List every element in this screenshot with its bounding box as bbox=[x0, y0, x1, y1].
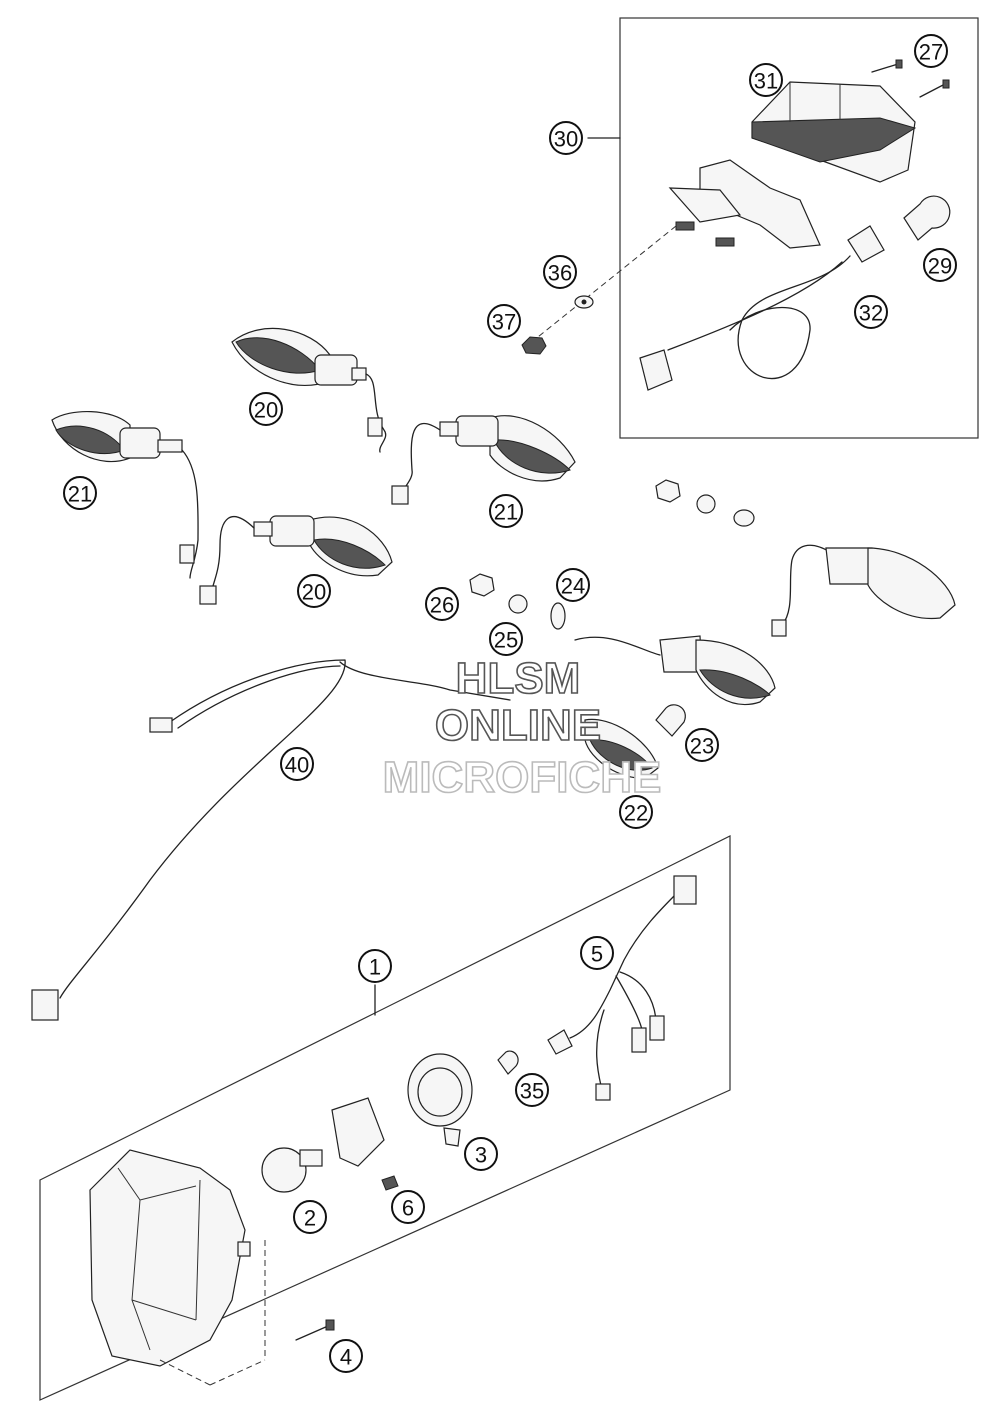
svg-text:35: 35 bbox=[520, 1079, 544, 1104]
lockwasher-25 bbox=[508, 594, 528, 614]
svg-text:3: 3 bbox=[475, 1143, 487, 1168]
hardware-right-set bbox=[655, 479, 755, 527]
svg-text:24: 24 bbox=[561, 574, 585, 599]
svg-text:21: 21 bbox=[494, 500, 518, 525]
screw-4 bbox=[295, 1319, 335, 1341]
svg-text:26: 26 bbox=[430, 593, 454, 618]
svg-text:21: 21 bbox=[68, 482, 92, 507]
callout-4: 4 bbox=[329, 1339, 363, 1373]
svg-text:25: 25 bbox=[494, 628, 518, 653]
nut-26 bbox=[469, 573, 495, 597]
turn-signal-21-right bbox=[391, 415, 576, 505]
svg-text:1: 1 bbox=[369, 955, 381, 980]
svg-text:40: 40 bbox=[285, 753, 309, 778]
callout-31: 31 bbox=[749, 63, 783, 97]
callout-21-left: 21 bbox=[63, 476, 97, 510]
watermark-line-3: MICROFICHE bbox=[383, 753, 662, 802]
svg-text:36: 36 bbox=[548, 261, 572, 286]
callout-40: 40 bbox=[280, 747, 314, 781]
callout-21-right: 21 bbox=[489, 494, 523, 528]
watermark-line-1: HLSM bbox=[456, 654, 581, 703]
svg-text:31: 31 bbox=[754, 69, 778, 94]
bulb-35 bbox=[497, 1050, 519, 1075]
callout-32: 32 bbox=[854, 295, 888, 329]
screw-27 bbox=[871, 59, 950, 98]
callout-22: 22 bbox=[619, 795, 653, 829]
turn-signal-20-lower bbox=[199, 515, 393, 605]
watermark-line-2: ONLINE bbox=[435, 701, 601, 750]
callout-3: 3 bbox=[464, 1137, 498, 1171]
washer-24 bbox=[550, 602, 566, 630]
bulb-23 bbox=[655, 704, 686, 737]
callout-37: 37 bbox=[487, 304, 521, 338]
svg-text:22: 22 bbox=[624, 801, 648, 826]
wiring-harness-40 bbox=[31, 659, 511, 1021]
clip-6 bbox=[381, 1175, 399, 1191]
callout-27: 27 bbox=[914, 34, 948, 68]
rubber-cap-3 bbox=[407, 1053, 473, 1147]
bulb-29 bbox=[903, 195, 951, 241]
turn-signal-21-left bbox=[51, 411, 199, 579]
callout-30: 30 bbox=[549, 121, 583, 155]
headlight-bulb-2 bbox=[261, 1147, 323, 1193]
turn-signal-22-front-left bbox=[574, 635, 776, 779]
svg-text:30: 30 bbox=[554, 127, 578, 152]
svg-text:27: 27 bbox=[919, 40, 943, 65]
svg-text:20: 20 bbox=[302, 580, 326, 605]
svg-text:20: 20 bbox=[254, 398, 278, 423]
svg-text:32: 32 bbox=[859, 301, 883, 326]
callout-26: 26 bbox=[425, 587, 459, 621]
tail-light-frame bbox=[619, 17, 979, 439]
callout-20-lower: 20 bbox=[297, 574, 331, 608]
tail-lens-31 bbox=[751, 81, 917, 183]
callout-29: 29 bbox=[923, 248, 957, 282]
bulb-holder-ring bbox=[331, 1097, 385, 1167]
svg-text:23: 23 bbox=[690, 734, 714, 759]
callout-1: 1 bbox=[358, 949, 392, 983]
callout-36: 36 bbox=[543, 255, 577, 289]
headlight-frame bbox=[39, 835, 731, 1401]
svg-text:6: 6 bbox=[402, 1196, 414, 1221]
callout-6: 6 bbox=[391, 1190, 425, 1224]
tail-bracket bbox=[527, 159, 821, 346]
svg-text:4: 4 bbox=[340, 1345, 352, 1370]
callout-2: 2 bbox=[293, 1200, 327, 1234]
turn-signal-20-upper bbox=[231, 327, 387, 453]
headlight-assembly bbox=[39, 835, 731, 1401]
svg-text:5: 5 bbox=[591, 942, 603, 967]
callout-20-upper: 20 bbox=[249, 392, 283, 426]
headlight-cable-5 bbox=[547, 875, 697, 1101]
callout-25: 25 bbox=[489, 622, 523, 656]
tail-light-assembly bbox=[521, 17, 979, 439]
watermark: HLSM ONLINE MICROFICHE bbox=[382, 653, 662, 803]
headlight-housing bbox=[89, 1149, 251, 1367]
socket-cable-32 bbox=[639, 225, 885, 391]
nut-37 bbox=[521, 336, 547, 355]
svg-text:29: 29 bbox=[928, 254, 952, 279]
callout-23: 23 bbox=[685, 728, 719, 762]
svg-text:2: 2 bbox=[304, 1206, 316, 1231]
svg-text:37: 37 bbox=[492, 310, 516, 335]
washer-36 bbox=[574, 295, 594, 309]
turn-signal-front-right bbox=[771, 544, 956, 637]
callout-24: 24 bbox=[556, 568, 590, 602]
callout-5: 5 bbox=[580, 936, 614, 970]
callout-35: 35 bbox=[515, 1073, 549, 1107]
